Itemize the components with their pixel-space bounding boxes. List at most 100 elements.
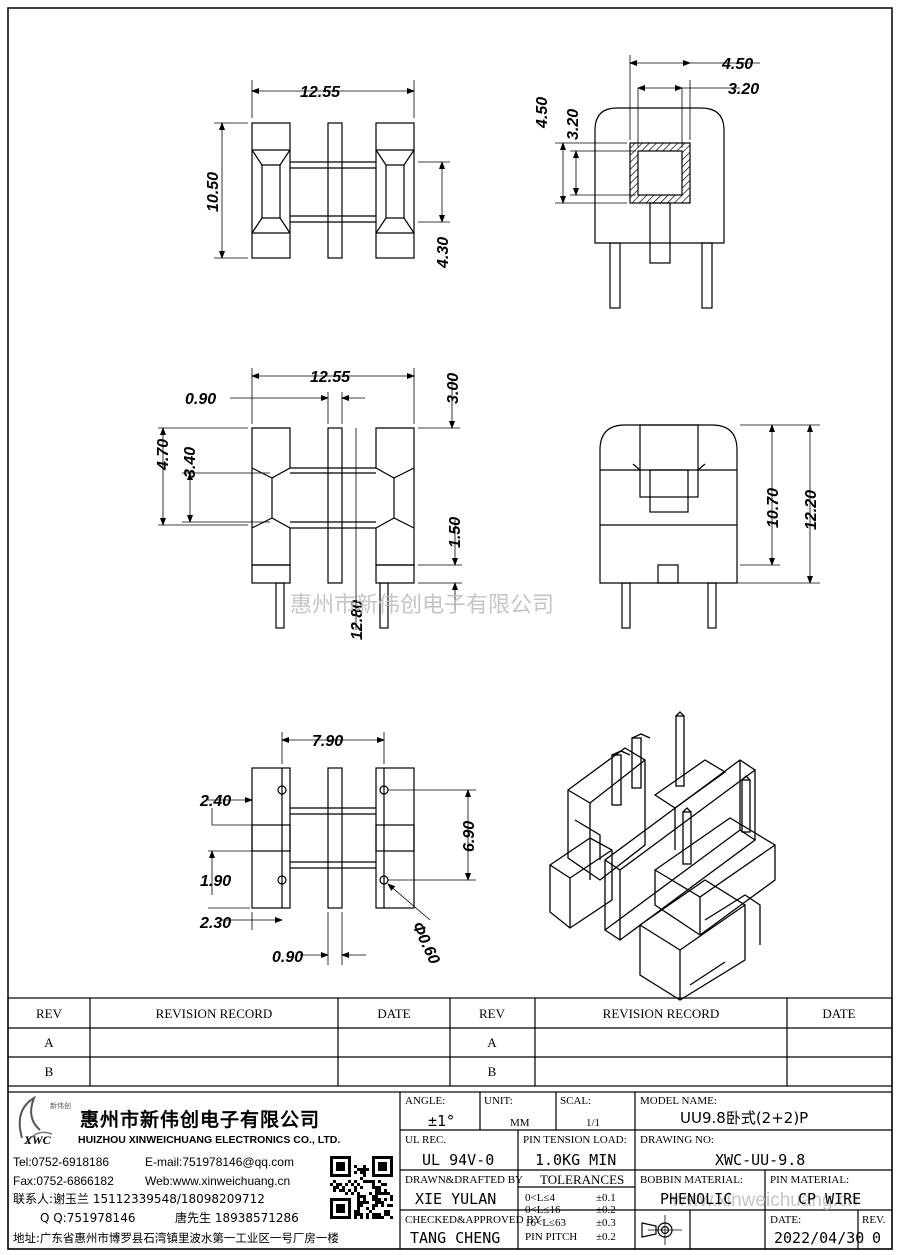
dim-v1-height: 10.50 <box>205 172 222 212</box>
qr-module <box>354 1171 357 1174</box>
dim-v5-pitch: 7.90 <box>312 733 343 750</box>
qr-module <box>357 1198 360 1201</box>
qr-module <box>375 1216 378 1219</box>
rev-date-header-2: DATE <box>822 1006 855 1021</box>
dim-v2-outer: 4.50 <box>721 56 753 73</box>
qr-module <box>342 1189 345 1192</box>
company-contact: 联系人:谢玉兰 15112339548/18098209712 <box>13 1191 265 1206</box>
tolerances-label: TOLERANCES <box>540 1172 624 1187</box>
unit-label: UNIT: <box>484 1095 513 1107</box>
dim-v1-inner: 4.30 <box>435 237 452 269</box>
qr-module <box>390 1195 393 1198</box>
rev-row-b-right: B <box>488 1064 497 1079</box>
qr-module <box>360 1177 363 1180</box>
bobbin-label: BOBBIN MATERIAL: <box>640 1174 743 1186</box>
dim-v4-h2: 12.20 <box>803 490 820 530</box>
company-address: 地址:广东省惠州市博罗县石湾镇里波水第一工业区一号厂房一楼 <box>13 1231 339 1245</box>
qr-module <box>372 1204 375 1207</box>
qr-module <box>369 1180 372 1183</box>
qr-module <box>366 1213 369 1216</box>
qr-module <box>378 1189 381 1192</box>
tol-3-value: ±0.3 <box>596 1217 616 1229</box>
tol-3: 16<L≤63 <box>525 1217 566 1229</box>
qr-module <box>366 1207 369 1210</box>
qr-module <box>387 1210 390 1213</box>
qr-module <box>345 1192 348 1195</box>
dim-v5-d: 2.30 <box>199 915 231 932</box>
qr-module <box>363 1168 366 1171</box>
rev-record-header-2: REVISION RECORD <box>603 1006 720 1021</box>
qr-module <box>384 1213 387 1216</box>
qr-finder <box>378 1162 387 1171</box>
dim-v3-pin: 12.80 <box>349 600 366 640</box>
qr-module <box>375 1204 378 1207</box>
rev-header-2: REV <box>479 1006 506 1021</box>
ul-label: UL REC. <box>405 1134 446 1146</box>
pin-mat-label: PIN MATERIAL: <box>770 1174 849 1186</box>
bobbin-value: PHENOLIC <box>660 1190 732 1208</box>
qr-module <box>348 1189 351 1192</box>
qr-module <box>333 1189 336 1192</box>
rev-row-a-left: A <box>44 1035 54 1050</box>
company-name-cn: 惠州市新伟创电子有限公司 <box>80 1108 320 1131</box>
angle-value: ±1° <box>428 1112 455 1130</box>
revision-table <box>7 997 893 1087</box>
model-label: MODEL NAME: <box>640 1095 717 1107</box>
qr-module <box>357 1183 360 1186</box>
tol-2: 0<L≤16 <box>525 1204 561 1216</box>
qr-module <box>360 1216 363 1219</box>
dim-v2-inner: 3.20 <box>728 81 759 98</box>
watermark-corner: www.xinweichuang.cn <box>671 1190 858 1211</box>
dim-v5-c: 1.90 <box>200 873 231 890</box>
qr-module <box>357 1168 360 1171</box>
qr-module <box>339 1189 342 1192</box>
qr-module <box>375 1201 378 1204</box>
dim-v5-hole: Φ0.60 <box>408 920 442 967</box>
qr-module <box>354 1216 357 1219</box>
pin-tension-value: 1.0KG MIN <box>535 1151 616 1169</box>
qr-module <box>360 1171 363 1174</box>
qr-module <box>369 1192 372 1195</box>
qr-module <box>372 1216 375 1219</box>
qr-module <box>360 1201 363 1204</box>
company-fax: Fax:0752-6866182 <box>13 1174 114 1188</box>
title-block <box>7 1091 893 1250</box>
logo-small: 新伟创 <box>50 1101 71 1110</box>
qr-module <box>366 1201 369 1204</box>
dim-v3-h1: 4.70 <box>155 439 172 471</box>
rev-record-header-1: REVISION RECORD <box>156 1006 273 1021</box>
rev-value: 0 <box>872 1229 881 1247</box>
company-logo <box>18 1095 53 1145</box>
qr-module <box>378 1192 381 1195</box>
qr-module <box>372 1213 375 1216</box>
company-email: E-mail:751978146@qq.com <box>145 1155 294 1169</box>
qr-module <box>381 1201 384 1204</box>
view-isometric <box>549 711 776 1001</box>
ul-value: UL 94V-0 <box>422 1151 494 1169</box>
qr-module <box>363 1180 366 1183</box>
company-name-en: HUIZHOU XINWEICHUANG ELECTRONICS CO., LT… <box>78 1134 340 1146</box>
qr-module <box>384 1189 387 1192</box>
dim-v5-e: 0.90 <box>272 949 303 966</box>
dim-v3-top: 3.00 <box>445 373 462 404</box>
drawing-value: XWC-UU-9.8 <box>715 1151 805 1169</box>
qr-module <box>375 1213 378 1216</box>
qr-finder <box>336 1162 345 1171</box>
view-side-section <box>555 55 760 309</box>
drawing-label: DRAWING NO: <box>640 1134 714 1146</box>
company-qq: Q Q:751978146 <box>40 1211 135 1225</box>
tol-4: PIN PITCH <box>525 1231 577 1243</box>
qr-code <box>330 1156 393 1219</box>
qr-module <box>363 1201 366 1204</box>
qr-module <box>375 1186 378 1189</box>
dim-v2-h-outer: 4.50 <box>534 97 551 129</box>
qr-module <box>381 1183 384 1186</box>
qr-module <box>354 1186 357 1189</box>
qr-module <box>372 1186 375 1189</box>
qr-module <box>378 1213 381 1216</box>
company-tel: Tel:0752-6918186 <box>13 1155 109 1169</box>
qr-module <box>387 1192 390 1195</box>
drawn-value: XIE YULAN <box>415 1190 496 1208</box>
qr-module <box>357 1207 360 1210</box>
